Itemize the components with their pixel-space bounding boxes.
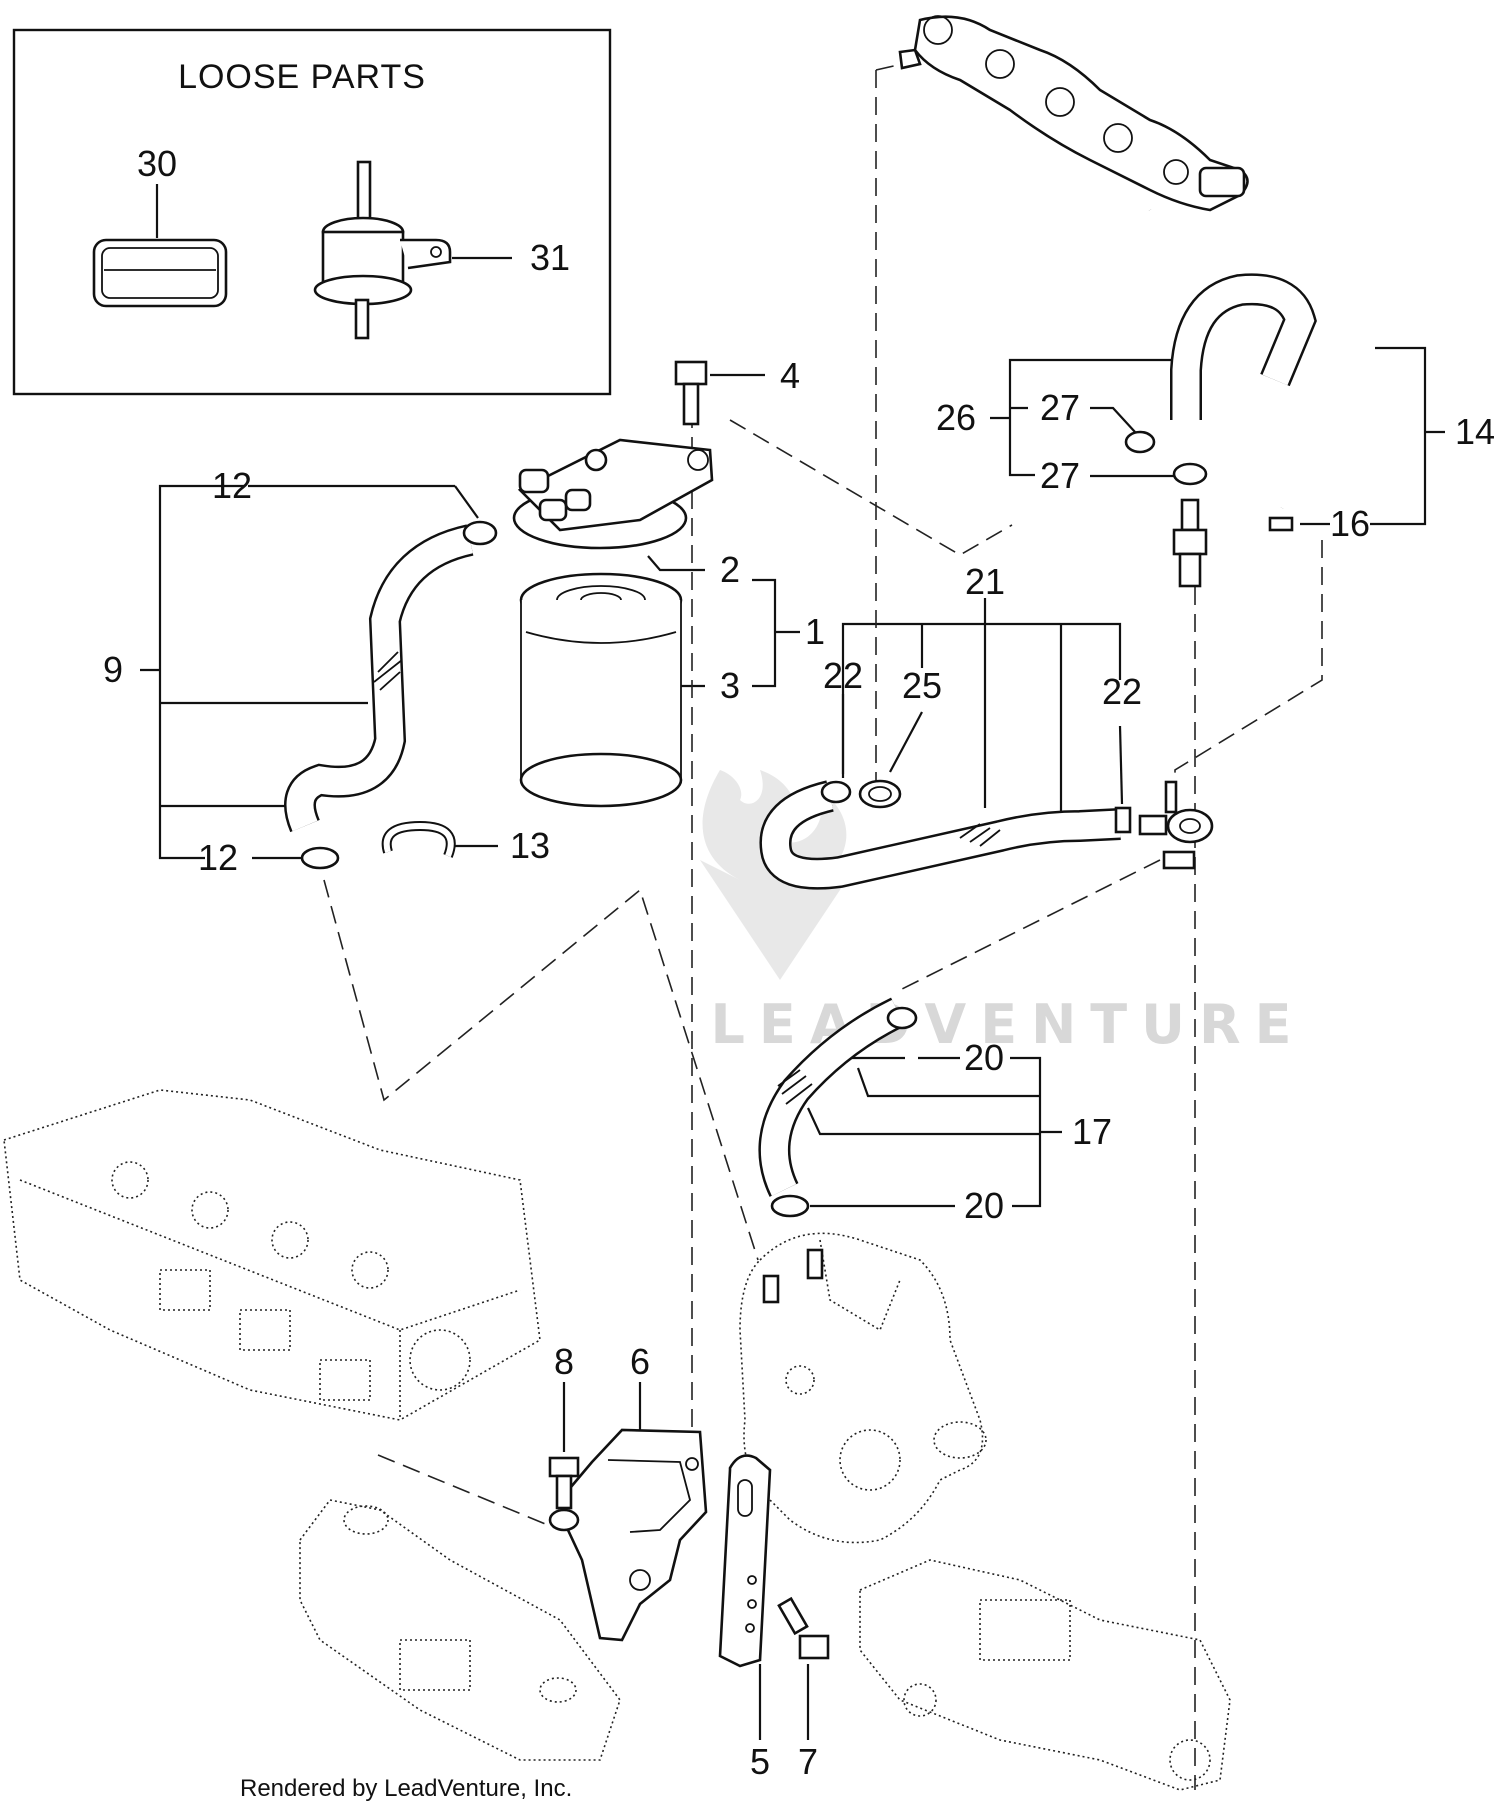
mounting-bracket-6[interactable] [558, 1428, 708, 1642]
engine-housing [859, 1559, 1231, 1791]
callout-labels: 30 31 12 9 12 13 4 2 1 3 21 22 25 22 26 … [103, 143, 1495, 1782]
loose-parts-title: LOOSE PARTS [178, 58, 426, 96]
callout-1: 1 [805, 611, 825, 652]
watermark-text: LEADVENTURE [711, 993, 1306, 1056]
fuel-rail[interactable] [898, 15, 1249, 212]
fuel-filter-assembly[interactable] [512, 360, 714, 808]
banjo-fitting[interactable] [1138, 780, 1214, 870]
callout-12-upper: 12 [212, 465, 252, 506]
clamp-12-upper[interactable] [462, 520, 498, 546]
clamp-27-lower[interactable] [1172, 462, 1208, 486]
hose-17[interactable] [758, 997, 918, 1218]
callout-26: 26 [936, 397, 976, 438]
part-16-clip [1268, 516, 1294, 532]
return-line-14[interactable] [1145, 208, 1377, 532]
filter-head-2[interactable] [512, 438, 714, 550]
clamp-20-upper[interactable] [886, 1006, 918, 1030]
filter-canister-3[interactable] [519, 572, 683, 808]
callout-21: 21 [965, 561, 1005, 602]
clamp-22-left[interactable] [820, 780, 852, 804]
clamp-27-upper[interactable] [1124, 430, 1156, 454]
part-31-inline-filter[interactable] [313, 160, 452, 340]
callout-13: 13 [510, 825, 550, 866]
callout-27-upper: 27 [1040, 387, 1080, 428]
callout-16: 16 [1330, 503, 1370, 544]
callout-20-lower: 20 [964, 1185, 1004, 1226]
intake-manifold [299, 1499, 621, 1761]
hose-fitting[interactable] [1172, 498, 1208, 588]
callout-20-upper: 20 [964, 1037, 1004, 1078]
callout-25: 25 [902, 665, 942, 706]
hose-21[interactable] [759, 779, 1214, 890]
clamp-13[interactable] [381, 820, 456, 858]
leader-lines [140, 184, 1445, 1740]
callout-9: 9 [103, 649, 123, 690]
injection-pump [739, 1232, 987, 1544]
hose-26[interactable] [1124, 273, 1317, 588]
callout-12-lower: 12 [198, 837, 238, 878]
callout-30: 30 [137, 143, 177, 184]
callout-22-left: 22 [823, 655, 863, 696]
render-credit: Rendered by LeadVenture, Inc. [240, 1775, 572, 1802]
callout-7: 7 [798, 1741, 818, 1782]
clamp-12-lower[interactable] [300, 846, 340, 870]
bracket-bolt-8[interactable] [548, 1456, 580, 1532]
callout-27-lower: 27 [1040, 455, 1080, 496]
part-30-pad[interactable] [92, 238, 228, 308]
callout-17: 17 [1072, 1111, 1112, 1152]
callout-22-right: 22 [1102, 671, 1142, 712]
cylinder-head [3, 1089, 541, 1421]
loose-parts-box: LOOSE PARTS [12, 28, 612, 396]
strap-bolt-7[interactable] [777, 1596, 830, 1660]
clamp-25[interactable] [858, 779, 902, 809]
callout-6: 6 [630, 1341, 650, 1382]
clamp-20-lower[interactable] [770, 1194, 810, 1218]
callout-31: 31 [530, 237, 570, 278]
pump-fitting-upper [806, 1248, 824, 1280]
alignment-lines [323, 59, 1323, 1790]
callout-2: 2 [720, 549, 740, 590]
clamp-22-right[interactable] [1114, 806, 1132, 834]
callout-14: 14 [1455, 411, 1495, 452]
callout-5: 5 [750, 1741, 770, 1782]
callout-4: 4 [780, 355, 800, 396]
callout-3: 3 [720, 665, 740, 706]
filter-bolt-4[interactable] [674, 360, 708, 426]
pump-fitting-left [762, 1274, 780, 1304]
hose-9[interactable] [284, 520, 498, 870]
strap-5[interactable] [718, 1454, 772, 1668]
callout-8: 8 [554, 1341, 574, 1382]
